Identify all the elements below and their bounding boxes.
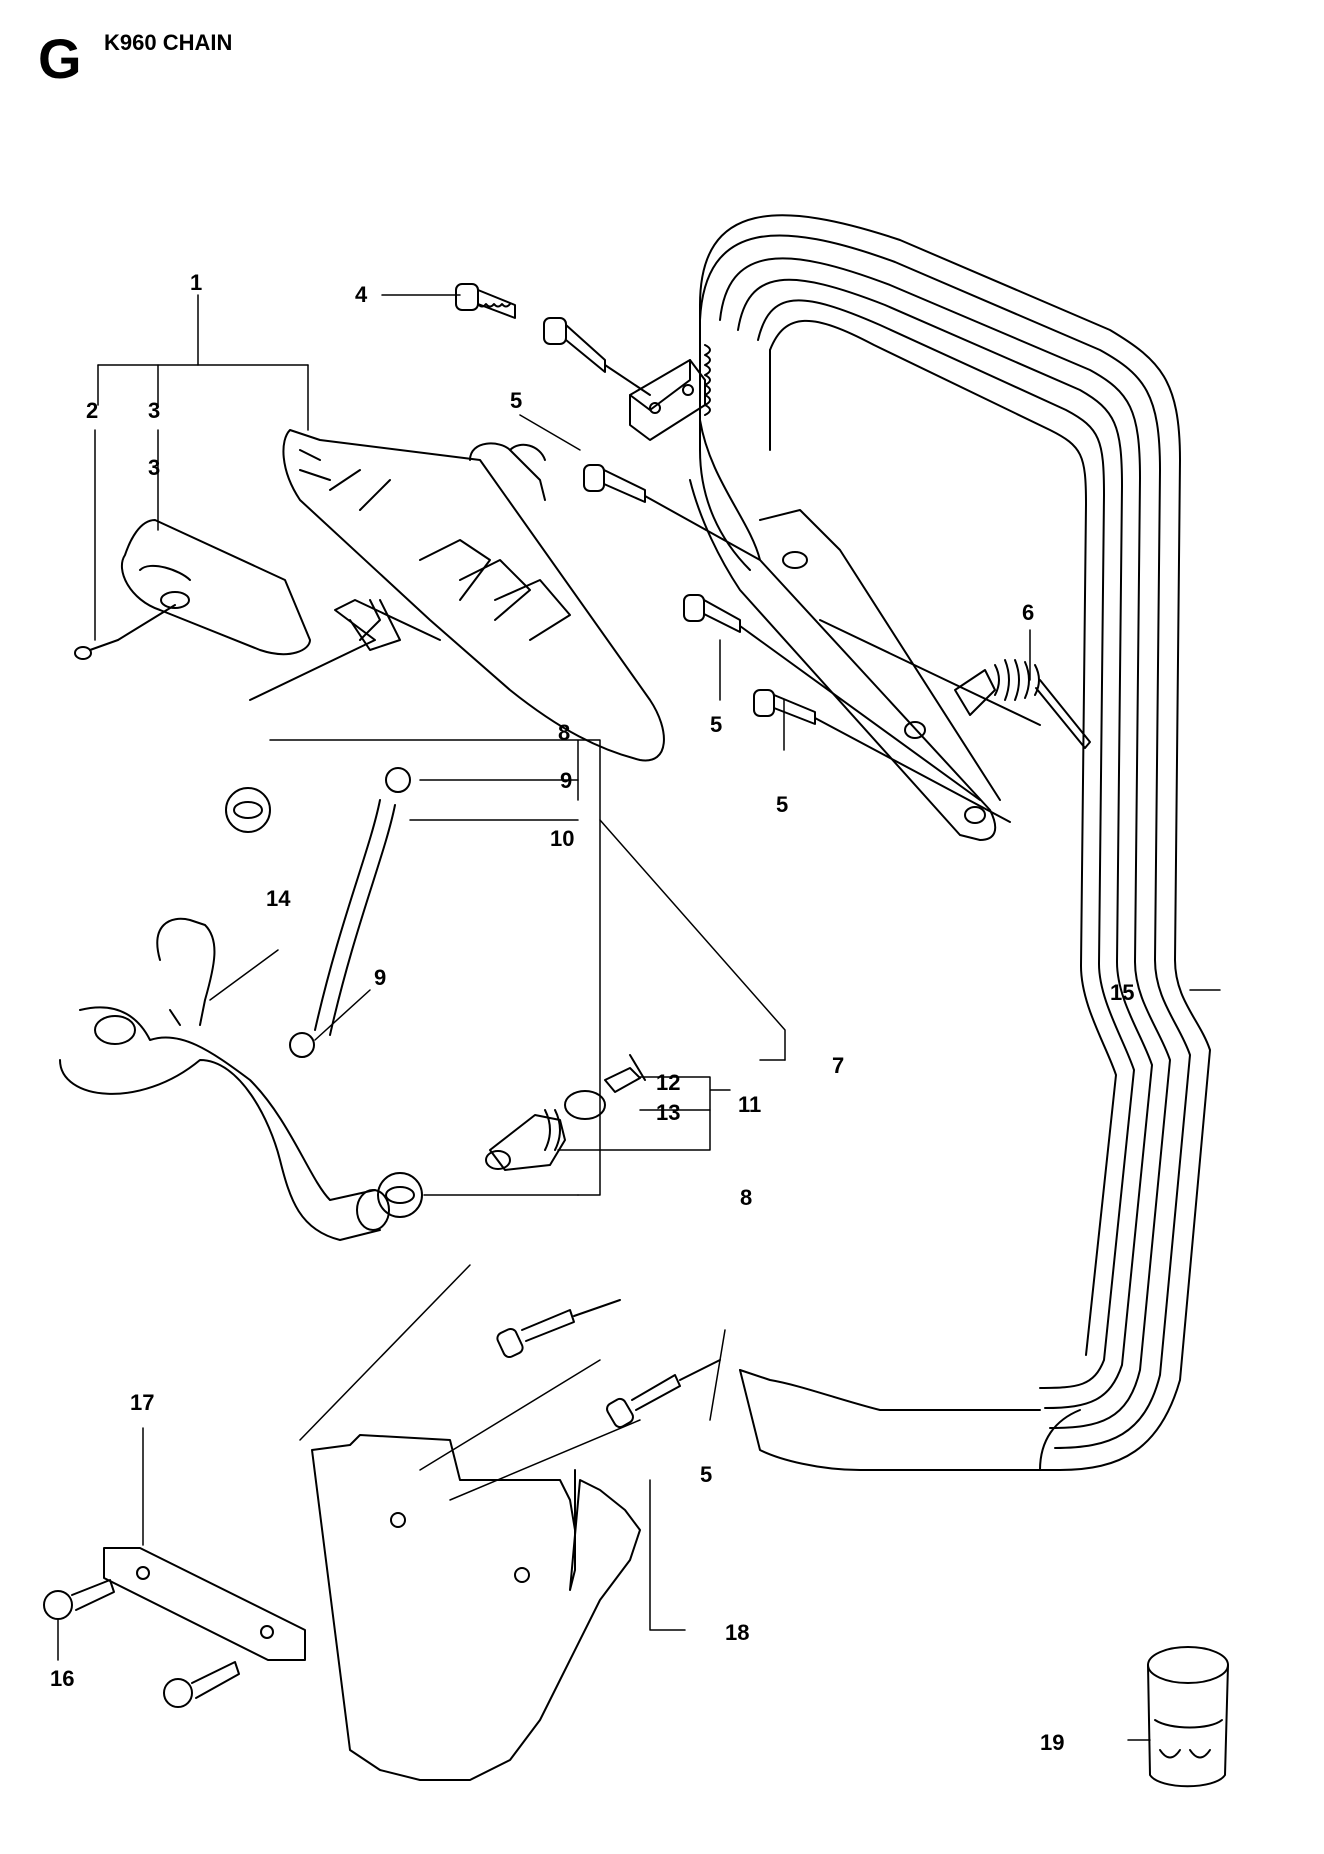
callout-19: 19 [1040,1730,1064,1755]
part-14-tube-clamp [156,917,216,1026]
part-3-cover [120,519,311,656]
callout-8-lower: 8 [740,1185,752,1210]
callout-17: 17 [130,1390,154,1415]
part-7-valve [485,1054,646,1171]
water-tube [59,1006,390,1241]
callout-1: 1 [190,270,202,295]
part-1-guard [282,429,665,762]
part-16-screws [43,1579,240,1708]
callout-5-lower: 5 [776,792,788,817]
part-2-screw [74,604,176,660]
section-letter: G [38,27,82,90]
leader-lines [57,294,1221,1741]
callout-3-label: 3 [148,398,160,423]
callout-14: 14 [266,886,291,911]
part-8-hose-clamp [225,787,423,1218]
callout-labels: 1 2 3 3 4 5 5 5 5 6 7 8 8 9 9 10 11 12 1… [50,270,1134,1755]
callout-7: 7 [832,1053,844,1078]
callout-18: 18 [725,1620,749,1645]
callout-10: 10 [550,826,574,851]
callout-15: 15 [1110,980,1134,1005]
callout-12: 12 [656,1070,680,1095]
part-10-hose [249,599,441,1036]
part-4-screws [455,283,651,396]
callout-16: 16 [50,1666,74,1691]
callout-9-lower: 9 [374,965,386,990]
callout-5-bottom: 5 [700,1462,712,1487]
callout-13: 13 [656,1100,680,1125]
part-6-spring [819,619,1091,749]
callout-6: 6 [1022,600,1034,625]
page-title: K960 CHAIN [104,30,233,55]
part-19-nut [1147,1646,1229,1788]
handle-top-bracket [629,344,711,441]
callout-5-upper: 5 [510,388,522,413]
callout-4: 4 [355,282,368,307]
handle-stay-arm [689,419,1001,841]
callout-2: 2 [86,398,98,423]
part-5-screws [496,464,1011,1429]
part-17-strip [103,1547,306,1661]
part-9-hose-clip [289,767,411,1058]
callout-9-upper: 9 [560,768,572,793]
callout-8-upper: 8 [558,720,570,745]
callout-11: 11 [738,1092,761,1117]
part-15-handle-bar [699,214,1211,1471]
part-18-plate [311,1434,641,1781]
callout-3-part: 3 [148,455,160,480]
callout-5-middle: 5 [710,712,722,737]
